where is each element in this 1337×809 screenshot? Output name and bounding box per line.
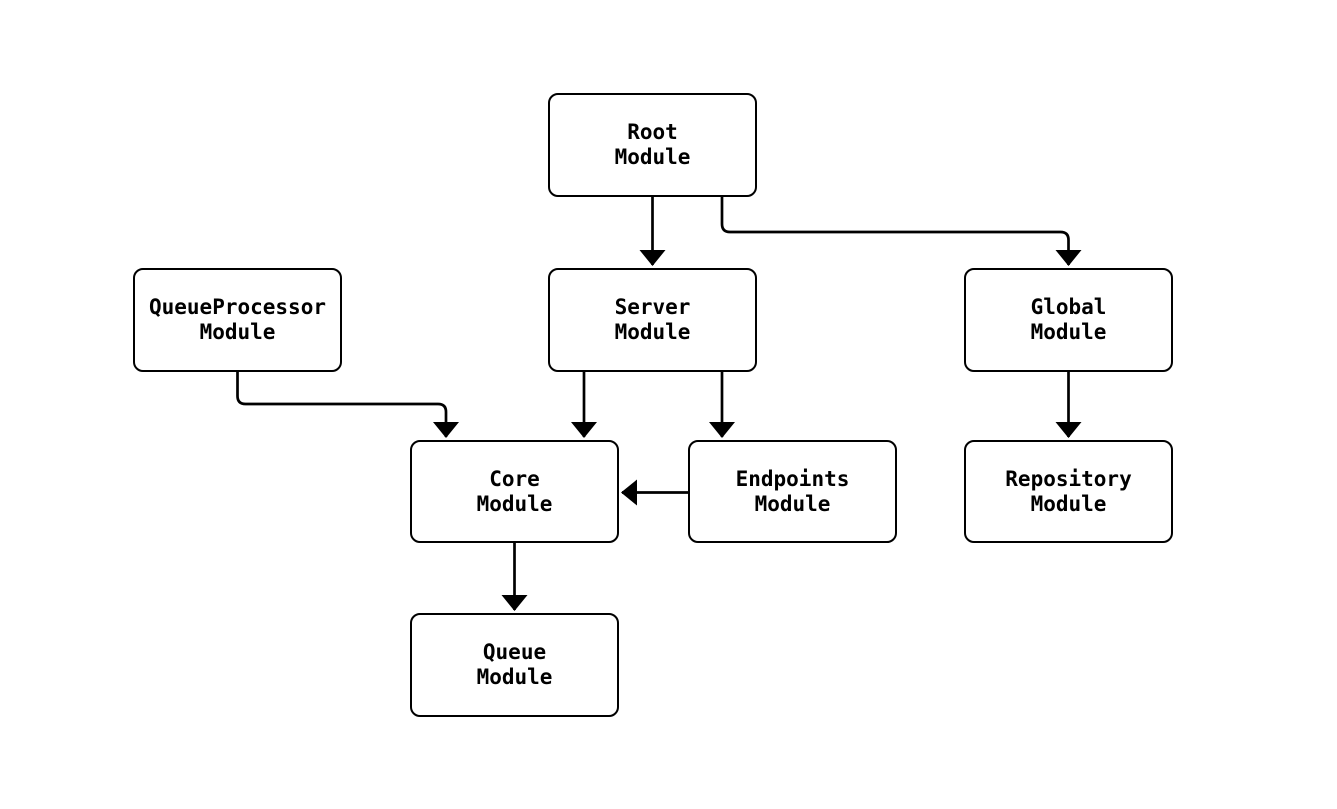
node-server-module: Server Module — [548, 268, 757, 372]
node-label: Endpoints — [735, 466, 850, 491]
node-label: Module — [754, 491, 831, 516]
node-label: Queue — [482, 640, 547, 664]
node-label: Module — [614, 145, 691, 169]
node-label: Module — [1030, 320, 1107, 344]
node-root-module: Root Module — [548, 93, 757, 197]
node-label: Module — [476, 491, 553, 516]
node-queue-module: Queue Module — [410, 613, 619, 717]
node-queueprocessor-module: QueueProcessor Module — [133, 268, 342, 372]
node-label: Module — [1030, 491, 1107, 516]
node-label: Root — [627, 120, 678, 144]
edge-queueprocessor-to-core — [236, 372, 459, 438]
edge-root-to-global — [720, 197, 1082, 266]
node-label: Module — [614, 320, 691, 344]
node-endpoints-module: Endpoints Module — [688, 440, 897, 543]
node-label: Core — [489, 466, 540, 491]
node-label: Server — [614, 295, 691, 319]
node-repository-module: Repository Module — [964, 440, 1173, 543]
node-label: Module — [199, 320, 276, 344]
node-label: Repository — [1005, 466, 1132, 491]
node-label: Global — [1030, 295, 1107, 319]
node-label: Module — [476, 665, 553, 689]
node-global-module: Global Module — [964, 268, 1173, 372]
node-label: QueueProcessor — [148, 295, 326, 319]
node-core-module: Core Module — [410, 440, 619, 543]
